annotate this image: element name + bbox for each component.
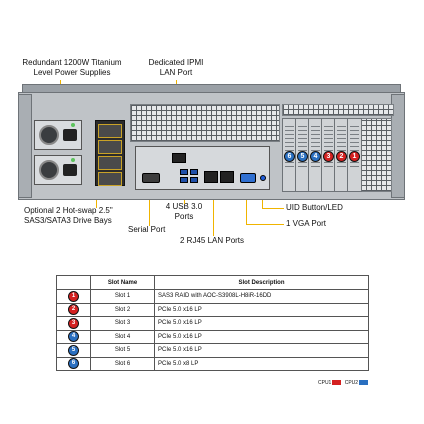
uid-button[interactable] (260, 175, 266, 181)
power-supply-1[interactable] (34, 120, 82, 150)
psu-led-icon (71, 158, 75, 162)
slot-number-badge: 3 (68, 317, 79, 329)
slot-grille (350, 123, 359, 167)
slot-description-cell: PCIe 5.0 x8 LP (154, 356, 369, 371)
slot-grille (298, 123, 307, 167)
ventilation-grille (130, 104, 280, 142)
slot-description-cell: PCIe 5.0 x16 LP (154, 329, 369, 344)
psu-fan-icon (39, 160, 59, 180)
slot-badge-cell: 1 (56, 289, 91, 304)
slot-description-cell: PCIe 5.0 x16 LP (154, 343, 369, 358)
drive-bay-label: Optional 2 Hot-swap 2.5"SAS3/SATA3 Drive… (24, 206, 113, 225)
serial-port-label: Serial Port (128, 225, 166, 234)
drive-leader (96, 196, 97, 208)
slot-badge-cell: 5 (56, 343, 91, 358)
usb-port[interactable] (180, 177, 188, 183)
drive-tray[interactable] (98, 172, 122, 186)
vga-leader-h (246, 224, 284, 225)
slot-grille (337, 123, 346, 167)
uid-label: UID Button/LED (286, 203, 343, 212)
psu-fan-icon (39, 125, 59, 145)
slot-description-cell: PCIe 5.0 x16 LP (154, 316, 369, 331)
slot-name-cell: Slot 6 (90, 356, 155, 371)
rj45-leader (213, 184, 214, 236)
rj45-lan-port[interactable] (220, 171, 234, 183)
table-header-cell: Slot Description (154, 275, 369, 290)
slot-number-badge: 6 (284, 151, 295, 162)
table-header-cell: Slot Name (90, 275, 155, 290)
slot-badge-cell: 3 (56, 316, 91, 331)
vga-label: 1 VGA Port (286, 219, 327, 228)
slot-number-badge: 2 (336, 151, 347, 162)
slot-number-badge: 3 (323, 151, 334, 162)
slot-grille (311, 123, 320, 167)
slot-number-badge: 1 (68, 290, 79, 302)
legend-cpu2-swatch (359, 380, 369, 386)
vga-port[interactable] (240, 173, 256, 183)
legend-cpu1-label: CPU1 (318, 380, 332, 386)
slot-number-badge: 4 (68, 331, 79, 343)
slot-name-cell: Slot 2 (90, 302, 155, 317)
slot-number-badge: 1 (349, 151, 360, 162)
serial-port[interactable] (142, 173, 160, 183)
slot-grille (285, 123, 294, 167)
slot-name-cell: Slot 4 (90, 329, 155, 344)
slot-name-cell: Slot 5 (90, 343, 155, 358)
slot-badge-cell: 6 (56, 356, 91, 371)
drive-tray[interactable] (98, 140, 122, 154)
vga-leader-v (246, 184, 247, 224)
power-plug-icon (63, 129, 77, 141)
drive-tray[interactable] (98, 156, 122, 170)
usb-port[interactable] (190, 169, 198, 175)
slot-number-badge: 5 (297, 151, 308, 162)
hot-swap-drive-bays (95, 120, 125, 186)
ventilation-grille (282, 104, 394, 116)
io-panel (135, 146, 270, 190)
left-rack-ear (18, 94, 32, 198)
slot-badge-cell: 4 (56, 329, 91, 344)
ipmi-lan-port[interactable] (172, 153, 186, 163)
serial-leader (149, 184, 150, 226)
slot-name-cell: Slot 3 (90, 316, 155, 331)
legend-cpu1-swatch (332, 380, 342, 386)
slot-number-badge: 4 (310, 151, 321, 162)
uid-leader-h (262, 208, 284, 209)
table-header-row: Slot Name Slot Description (56, 275, 369, 290)
slot-description-cell: PCIe 5.0 x16 LP (154, 302, 369, 317)
slot-description-cell: SAS3 RAID with AOC-S3908L-H8iR-16DD (154, 289, 369, 304)
slot-number-badge: 6 (68, 358, 79, 370)
power-supply-2[interactable] (34, 155, 82, 185)
usb-port[interactable] (190, 177, 198, 183)
psu-led-icon (71, 123, 75, 127)
slot-number-badge: 2 (68, 304, 79, 316)
slot-number-badge: 5 (68, 344, 79, 356)
drive-tray[interactable] (98, 124, 122, 138)
cpu-legend: CPU1 CPU2 (318, 380, 370, 387)
usb-port[interactable] (180, 169, 188, 175)
rj45-label: 2 RJ45 LAN Ports (180, 236, 245, 245)
slot-badge-cell: 2 (56, 302, 91, 317)
rj45-lan-port[interactable] (204, 171, 218, 183)
power-plug-icon (63, 164, 77, 176)
slot-name-cell: Slot 1 (90, 289, 155, 304)
table-header-cell-blank (56, 275, 91, 290)
slot-grille (324, 123, 333, 167)
ventilation-grille (360, 118, 392, 192)
legend-cpu2-label: CPU2 (344, 380, 359, 386)
